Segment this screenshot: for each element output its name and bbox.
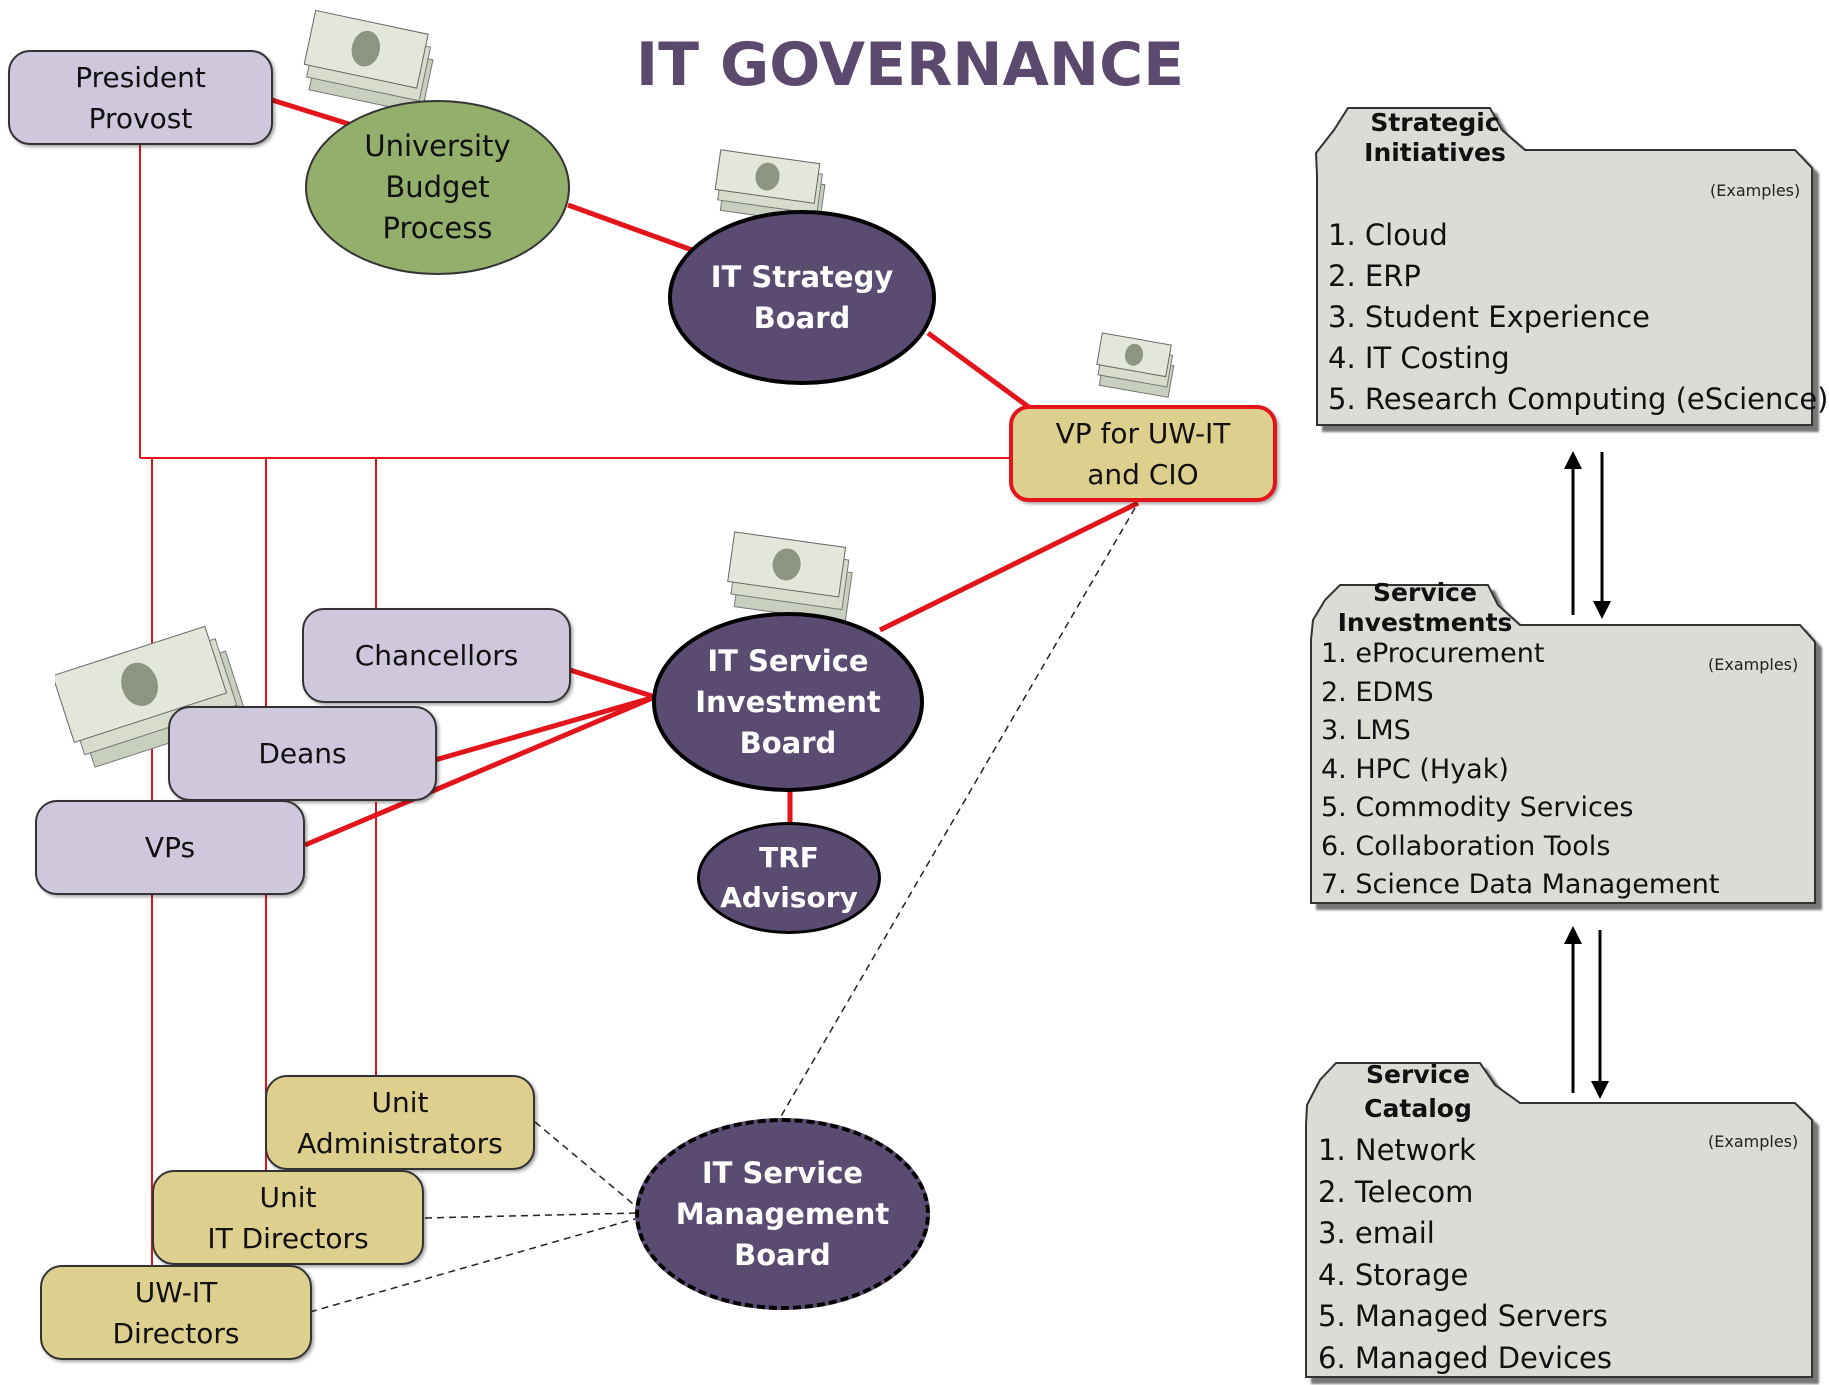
service-catalog-title: Service Catalog <box>1364 1060 1472 1123</box>
investments-item: 7. Science Data Management <box>1321 869 1720 900</box>
money-stack-icon <box>303 9 434 115</box>
investments-examples-note: (Examples) <box>1708 655 1799 674</box>
strategic-item: 2. ERP <box>1328 259 1421 293</box>
unit-administrators-box: Unit Administrators <box>265 1075 535 1170</box>
unit-it-directors-box: Unit IT Directors <box>152 1170 424 1265</box>
uw-it-directors-box: UW-IT Directors <box>40 1265 312 1360</box>
money-stack-icon <box>1096 332 1175 398</box>
it-service-investment-board-node: IT Service Investment Board <box>652 612 924 792</box>
strategic-examples-note: (Examples) <box>1710 181 1801 200</box>
service-catalog-list: 1. Network 2. Telecom 3. email 4. Storage 5.… <box>1318 1130 1612 1379</box>
strategic-initiatives-list: 1. Cloud 2. ERP 3. Student Experience 4. IT… <box>1328 215 1828 420</box>
vps-box: VPs <box>35 800 305 895</box>
strategic-initiatives-title: Strategic Initiatives <box>1364 108 1506 167</box>
service-investments-title: Service Investments <box>1337 578 1513 637</box>
chancellors-box: Chancellors <box>302 608 571 703</box>
investments-item: 4. HPC (Hyak) <box>1321 753 1509 785</box>
money-stack-icon <box>727 531 853 623</box>
vp-cio-box: VP for UW-IT and CIO <box>1009 405 1277 502</box>
service-investments-list: 1. eProcurement 2. EDMS 3. LMS 4. HPC (Hyak… <box>1321 635 1720 905</box>
it-strategy-board-node: IT Strategy Board <box>668 210 936 385</box>
investments-item: 3. LMS <box>1321 715 1411 746</box>
catalog-item: 6. Managed Devices <box>1318 1340 1612 1375</box>
funding-lines <box>271 97 1140 848</box>
money-stack-icon <box>714 149 826 225</box>
it-service-management-board-node: IT Service Management Board <box>635 1118 930 1310</box>
money-stack-icon <box>55 625 248 768</box>
catalog-examples-note: (Examples) <box>1708 1132 1799 1151</box>
strategic-item: 3. Student Experience <box>1328 300 1650 334</box>
investments-item: 6. Collaboration Tools <box>1321 830 1611 862</box>
strategic-item: 5. Research Computing (eScience) <box>1328 382 1829 416</box>
folder-strategic <box>1314 107 1813 426</box>
catalog-item: 2. Telecom <box>1318 1174 1474 1209</box>
advisory-lines <box>309 507 1136 1313</box>
folder-catalog <box>1305 1062 1813 1378</box>
catalog-item: 3. email <box>1318 1216 1435 1250</box>
folder-investments <box>1310 584 1816 904</box>
page-title: IT GOVERNANCE <box>635 30 1185 100</box>
panel-arrows <box>1564 451 1611 1099</box>
investments-item: 2. EDMS <box>1321 676 1434 708</box>
catalog-item: 5. Managed Servers <box>1318 1299 1608 1333</box>
catalog-item: 1. Network <box>1318 1133 1476 1167</box>
investments-item: 5. Commodity Services <box>1321 792 1634 823</box>
catalog-item: 4. Storage <box>1318 1257 1469 1292</box>
strategic-item: 1. Cloud <box>1328 218 1448 252</box>
deans-box: Deans <box>168 706 437 801</box>
trf-advisory-node: TRF Advisory <box>697 822 881 934</box>
investments-item: 1. eProcurement <box>1321 638 1545 669</box>
strategic-item: 4. IT Costing <box>1328 341 1510 375</box>
president-provost-box: President Provost <box>8 50 273 145</box>
university-budget-process-node: University Budget Process <box>305 100 570 275</box>
